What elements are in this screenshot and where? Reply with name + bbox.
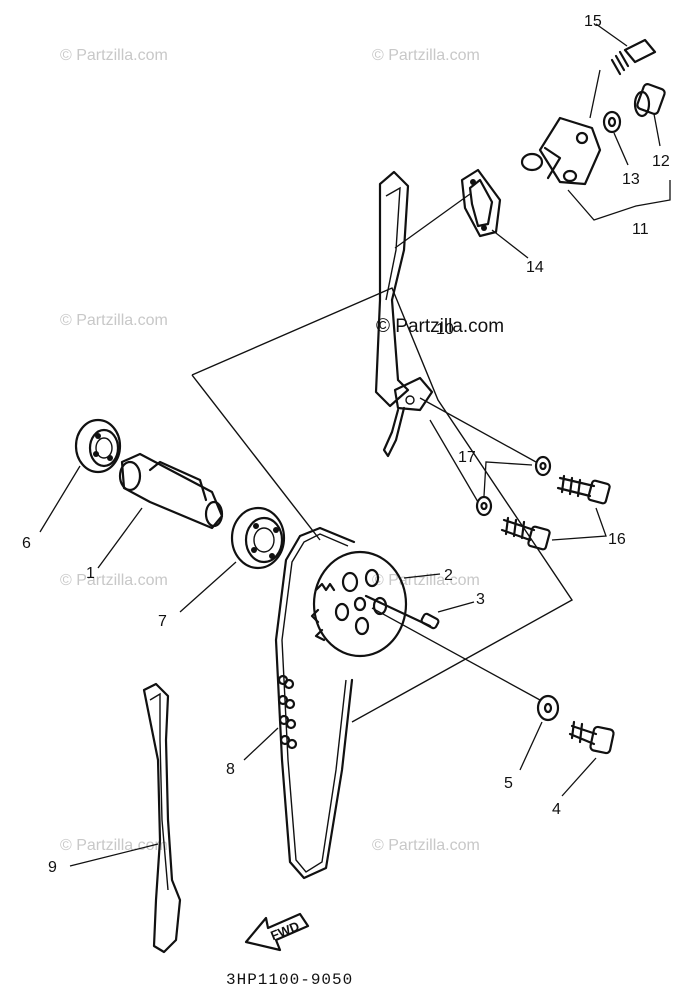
callout-13: 13: [622, 171, 640, 188]
part-12-cap-bolt: [633, 83, 666, 147]
part-17-washers: [419, 397, 552, 517]
part-1-camshaft: [97, 452, 224, 569]
watermarks: © Partzilla.com © Partzilla.com © Partzi…: [60, 47, 504, 854]
callout-7: 7: [158, 613, 167, 630]
part-4-bolt: [561, 720, 615, 797]
callout-2: 2: [444, 567, 453, 584]
assembly-outline-left: [191, 374, 321, 541]
assembly-outline: [191, 287, 574, 723]
chain-links: [277, 674, 298, 750]
callout-8: 8: [226, 761, 235, 778]
callout-15: 15: [584, 13, 602, 30]
callout-3: 3: [476, 591, 485, 608]
diagram-code: 3HP1100-9050: [226, 971, 353, 989]
part-14-gasket: [394, 168, 529, 259]
part-9-chain-guide: [69, 682, 182, 954]
callout-4: 4: [552, 801, 561, 818]
watermark: © Partzilla.com: [60, 312, 168, 329]
callout-14: 14: [526, 259, 544, 276]
callout-17: 17: [458, 449, 476, 466]
watermark: © Partzilla.com: [60, 837, 168, 854]
callout-9: 9: [48, 859, 57, 876]
part-10-chain-guide: [374, 170, 434, 458]
callout-11: 11: [632, 221, 649, 238]
callout-1: 1: [86, 565, 95, 582]
watermark: © Partzilla.com: [372, 572, 480, 589]
part-6-bearing: [39, 418, 122, 533]
callout-12: 12: [652, 153, 670, 170]
fwd-label: FWD: [268, 918, 301, 943]
watermark: © Partzilla.com: [60, 572, 168, 589]
callout-16: 16: [608, 531, 626, 548]
center-watermark: © Partzilla.com: [376, 316, 504, 337]
watermark: © Partzilla.com: [60, 47, 168, 64]
part-3-pin: [364, 594, 475, 630]
part-7-bearing: [179, 506, 286, 613]
part-5-washer: [371, 607, 560, 771]
callouts: 15 12 13 11 14 10 17 16 6 1 2 3 7 8 5 4 …: [22, 13, 670, 876]
part-8-cam-chain: [243, 526, 356, 880]
part-13-washer: [602, 110, 629, 166]
fwd-arrow: FWD: [244, 912, 310, 952]
callout-5: 5: [504, 775, 513, 792]
callout-10: 10: [436, 321, 454, 338]
watermark: © Partzilla.com: [372, 47, 480, 64]
part-2-sprocket: [310, 550, 441, 658]
callout-6: 6: [22, 535, 31, 552]
part-11-tensioner: [520, 69, 671, 221]
watermark: © Partzilla.com: [372, 837, 480, 854]
part-15-bolt: [595, 23, 657, 76]
part-16-bolts: [500, 474, 611, 551]
